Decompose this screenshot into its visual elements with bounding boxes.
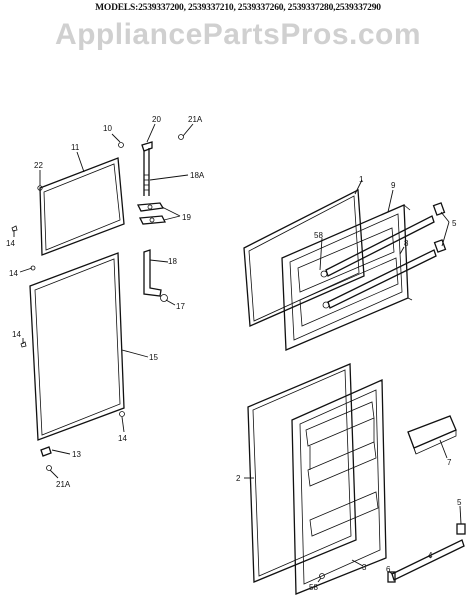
callout-labels: 10 11 22 20 21A 18A 19 14 14 18 17 14 15… <box>6 115 462 592</box>
label-14b: 14 <box>9 269 18 278</box>
leader-lines <box>13 123 462 583</box>
dairy-door <box>407 415 457 455</box>
label-11: 11 <box>71 143 80 152</box>
label-10: 10 <box>103 124 112 133</box>
label-21a-bottom: 21A <box>56 480 71 489</box>
freezer-door-liner <box>281 204 413 351</box>
shelf-end-cap-bottom <box>456 523 466 535</box>
label-8: 8 <box>404 239 409 248</box>
label-58-bottom: 58 <box>309 583 318 592</box>
label-15: 15 <box>149 353 158 362</box>
bottom-shelf-bar <box>387 539 465 583</box>
label-58-top: 58 <box>314 231 323 240</box>
fresh-food-door-outer <box>247 363 357 583</box>
models-header: MODELS:2539337200, 2539337210, 253933726… <box>95 3 381 13</box>
label-19: 19 <box>182 213 191 222</box>
screws <box>11 134 325 579</box>
label-20: 20 <box>152 115 161 124</box>
label-9: 9 <box>391 181 396 190</box>
label-13: 13 <box>72 450 81 459</box>
freezer-gasket <box>39 157 125 256</box>
shelf-end-caps-top <box>432 202 447 253</box>
fresh-food-door-liner <box>291 379 387 595</box>
freezer-shelves <box>320 215 437 309</box>
label-18a: 18A <box>190 171 205 180</box>
label-18: 18 <box>168 257 177 266</box>
watermark: AppliancePartsPros.com <box>54 18 422 51</box>
lower-hinge <box>143 249 168 302</box>
label-1: 1 <box>359 175 364 184</box>
label-22: 22 <box>34 161 43 170</box>
label-14a: 14 <box>6 239 15 248</box>
freezer-door-outer <box>243 188 365 327</box>
upper-hinge <box>136 141 167 225</box>
fresh-food-gasket <box>29 252 125 441</box>
label-14d: 14 <box>118 434 127 443</box>
label-21a-top: 21A <box>188 115 203 124</box>
label-14c: 14 <box>12 330 21 339</box>
label-2: 2 <box>236 474 241 483</box>
label-7: 7 <box>447 458 452 467</box>
label-4: 4 <box>428 551 433 560</box>
label-17: 17 <box>176 302 185 311</box>
label-5-top: 5 <box>452 219 457 228</box>
label-6: 6 <box>386 565 391 574</box>
label-5-bottom: 5 <box>457 498 462 507</box>
label-3: 3 <box>362 563 367 572</box>
